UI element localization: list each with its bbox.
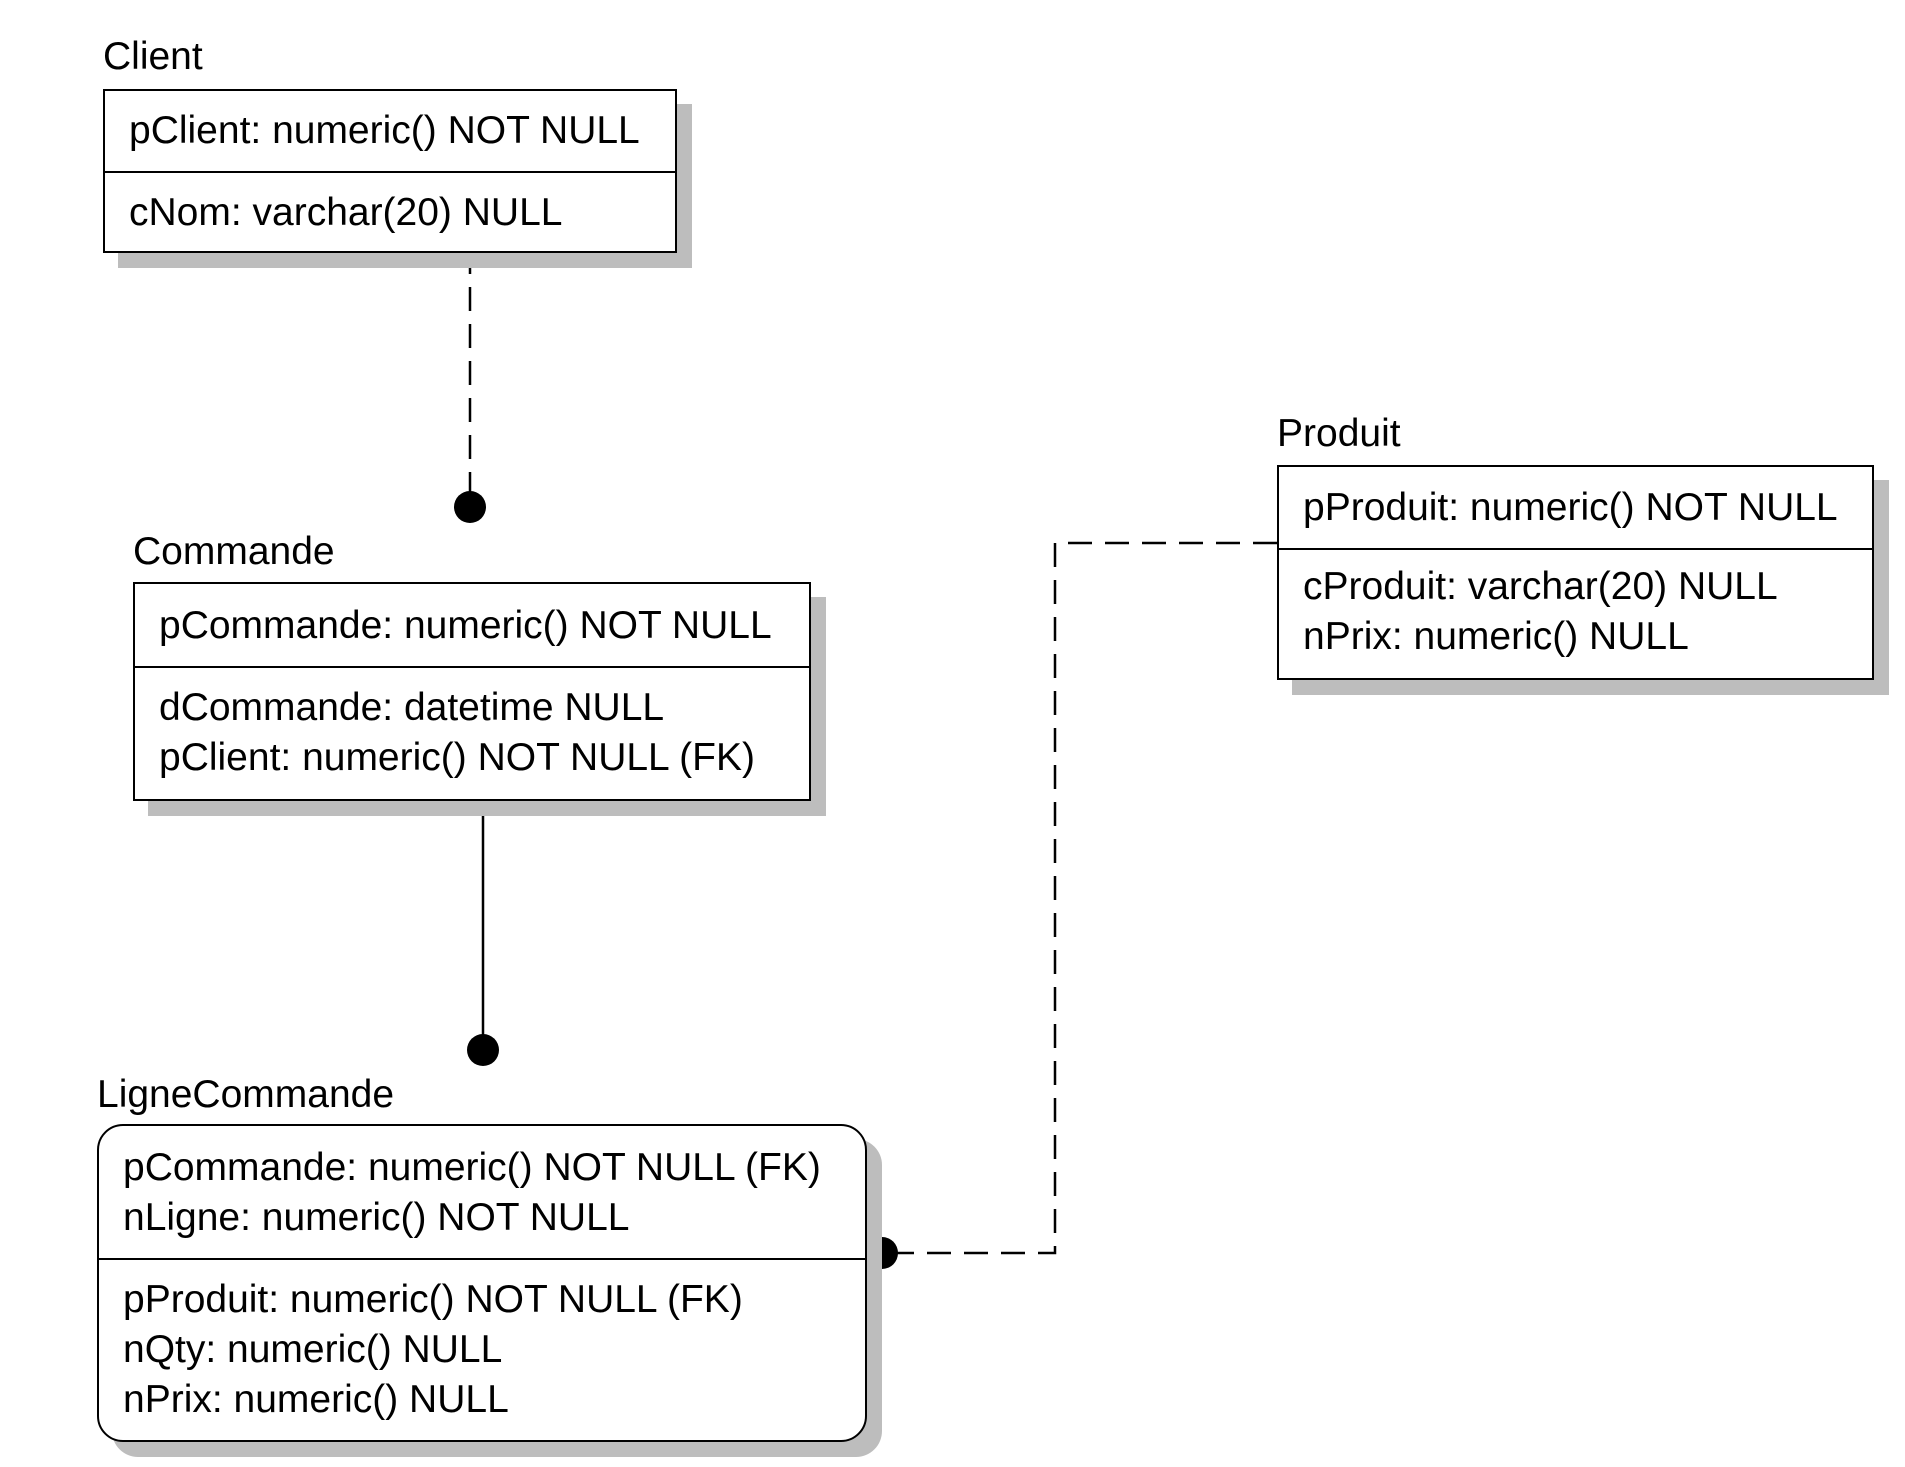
relationship-produit-lignecommande xyxy=(882,541,1277,1255)
entity-box: pCommande: numeric() NOT NULL (FK) nLign… xyxy=(97,1124,867,1442)
attribute-section: cNom: varchar(20) NULL xyxy=(105,173,675,238)
attribute: nLigne: numeric() NOT NULL xyxy=(123,1196,630,1239)
entity-box: pCommande: numeric() NOT NULL dCommande:… xyxy=(133,582,811,801)
primary-key-section: pCommande: numeric() NOT NULL (FK) nLign… xyxy=(99,1126,865,1260)
primary-key-section: pClient: numeric() NOT NULL xyxy=(105,91,675,173)
primary-key-section: pCommande: numeric() NOT NULL xyxy=(135,584,809,668)
attribute: pCommande: numeric() NOT NULL xyxy=(159,604,772,647)
entity-title: Client xyxy=(103,35,203,78)
attribute: pProduit: numeric() NOT NULL xyxy=(1303,486,1838,529)
entity-title: Commande xyxy=(133,530,335,573)
attribute: cNom: varchar(20) NULL xyxy=(129,191,563,234)
attribute: cProduit: varchar(20) NULL xyxy=(1303,565,1778,608)
relationship-end-dot-commande xyxy=(454,491,486,523)
attribute: pProduit: numeric() NOT NULL (FK) xyxy=(123,1278,743,1321)
attribute: nQty: numeric() NULL xyxy=(123,1328,503,1371)
attribute: dCommande: datetime NULL xyxy=(159,686,665,729)
attribute: nPrix: numeric() NULL xyxy=(123,1378,509,1421)
entity-title: Produit xyxy=(1277,412,1401,455)
attribute-section: cProduit: varchar(20) NULL nPrix: numeri… xyxy=(1279,550,1872,662)
entity-box: pClient: numeric() NOT NULL cNom: varcha… xyxy=(103,89,677,253)
attribute-section: dCommande: datetime NULL pClient: numeri… xyxy=(135,668,809,783)
entity-title: LigneCommande xyxy=(97,1073,395,1116)
entity-box: pProduit: numeric() NOT NULL cProduit: v… xyxy=(1277,465,1874,680)
attribute: nPrix: numeric() NULL xyxy=(1303,615,1689,658)
primary-key-section: pProduit: numeric() NOT NULL xyxy=(1279,467,1872,550)
attribute: pClient: numeric() NOT NULL (FK) xyxy=(159,736,755,779)
relationship-end-dot-lignecommande xyxy=(467,1034,499,1066)
attribute: pClient: numeric() NOT NULL xyxy=(129,109,640,152)
attribute-section: pProduit: numeric() NOT NULL (FK) nQty: … xyxy=(99,1260,865,1425)
relationship-end-dot-lignecommande-side xyxy=(866,1237,898,1269)
attribute: pCommande: numeric() NOT NULL (FK) xyxy=(123,1146,821,1189)
